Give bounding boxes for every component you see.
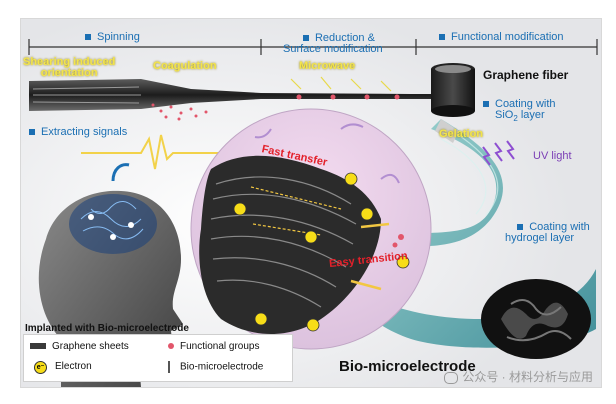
step-marker-icon <box>29 129 35 136</box>
bio-microelectrode-title: Bio-microelectrode <box>339 358 476 375</box>
zoom-circle <box>190 108 432 350</box>
legend-electron: e⁻Electron <box>34 361 92 374</box>
label-implanted: Implanted with Bio-microelectrode <box>25 323 189 334</box>
microwave-dots <box>296 94 400 100</box>
step-functional: Functional modification <box>439 32 564 43</box>
label-gelation: Gelation <box>439 128 484 140</box>
hydrogel-fiber <box>347 119 596 359</box>
label-shearing: Shearing induced orientation <box>23 56 116 79</box>
step-marker-icon <box>302 35 309 42</box>
label-coating-sio2: Coating with SiO2 layer <box>483 99 556 123</box>
step-marker-icon <box>439 34 445 41</box>
signal-wave <box>81 134 221 170</box>
electrons <box>233 172 410 332</box>
process-timeline <box>28 39 598 55</box>
step-marker-icon <box>85 34 91 41</box>
label-uv-light: UV light <box>533 150 572 162</box>
graphene-sheet-icon <box>30 343 46 350</box>
label-coagulation: Coagulation <box>153 60 217 72</box>
legend-functional-groups: Functional groups <box>160 341 260 352</box>
step-reduction: Reduction & Surface modification <box>283 32 383 55</box>
fiber-strip <box>29 76 441 121</box>
electron-icon: e⁻ <box>34 361 47 374</box>
step-marker-icon <box>483 101 489 108</box>
bio-microelectrode-icon <box>168 361 170 373</box>
uv-rays <box>482 140 515 166</box>
illustration <box>21 19 601 387</box>
label-extracting-signals: Extracting signals <box>29 127 127 138</box>
step-spinning: Spinning <box>85 32 140 43</box>
step-marker-icon <box>517 224 524 231</box>
figure-frame: Spinning Reduction & Surface modificatio… <box>20 18 602 388</box>
label-microwave: Microwave <box>299 60 356 72</box>
label-graphene-fiber: Graphene fiber <box>483 68 569 82</box>
legend-graphene-sheets: Graphene sheets <box>30 341 129 352</box>
graphene-fiber-coil <box>431 63 475 117</box>
functional-group-icon <box>168 343 174 350</box>
watermark: 公众号 · 材料分析与应用 <box>444 368 593 385</box>
legend: Graphene sheets Functional groups e⁻Elec… <box>23 334 293 382</box>
wechat-icon <box>444 371 459 384</box>
legend-bio-microelectrode: Bio-microelectrode <box>164 361 263 373</box>
coagulation-dots <box>151 103 208 121</box>
label-coating-hydrogel: Coating with hydrogel layer <box>505 221 590 244</box>
